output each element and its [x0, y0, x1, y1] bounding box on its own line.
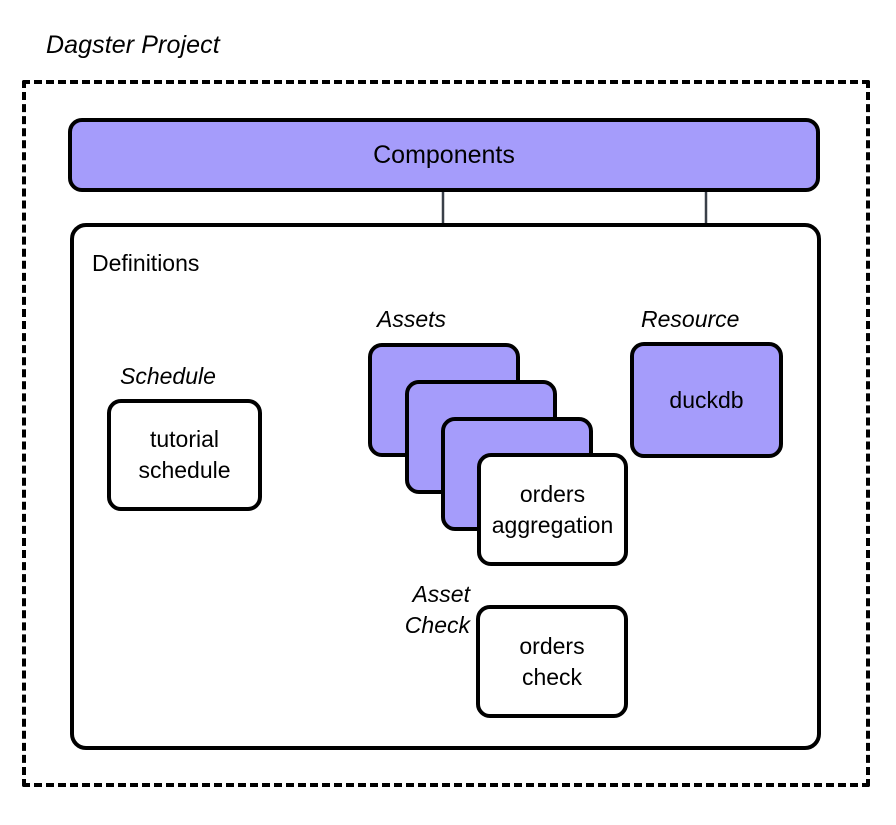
duckdb-label: duckdb	[669, 386, 744, 413]
duckdb-node[interactable]: duckdb	[630, 342, 783, 458]
orders-check-line2: check	[521, 663, 583, 690]
project-title: Dagster Project	[46, 31, 220, 59]
orders-aggregation-line1: orders	[519, 480, 586, 507]
project-boundary	[22, 80, 870, 787]
orders-aggregation-line2: aggregation	[491, 511, 614, 538]
resource-caption: Resource	[641, 306, 740, 332]
definitions-label: Definitions	[92, 250, 200, 276]
schedule-node-line2: schedule	[138, 457, 231, 483]
schedule-node[interactable]: tutorial schedule	[107, 399, 262, 511]
orders-aggregation-node[interactable]: orders aggregation	[477, 453, 628, 566]
orders-check-node[interactable]: orders check	[476, 605, 628, 718]
components-node[interactable]: Components	[68, 118, 820, 192]
schedule-node-line1: tutorial	[149, 426, 220, 453]
schedule-caption: Schedule	[120, 363, 216, 389]
components-label: Components	[373, 140, 515, 169]
orders-check-line1: orders	[519, 632, 585, 659]
assets-caption: Assets	[377, 306, 447, 332]
asset-check-caption: Asset Check	[404, 581, 470, 639]
